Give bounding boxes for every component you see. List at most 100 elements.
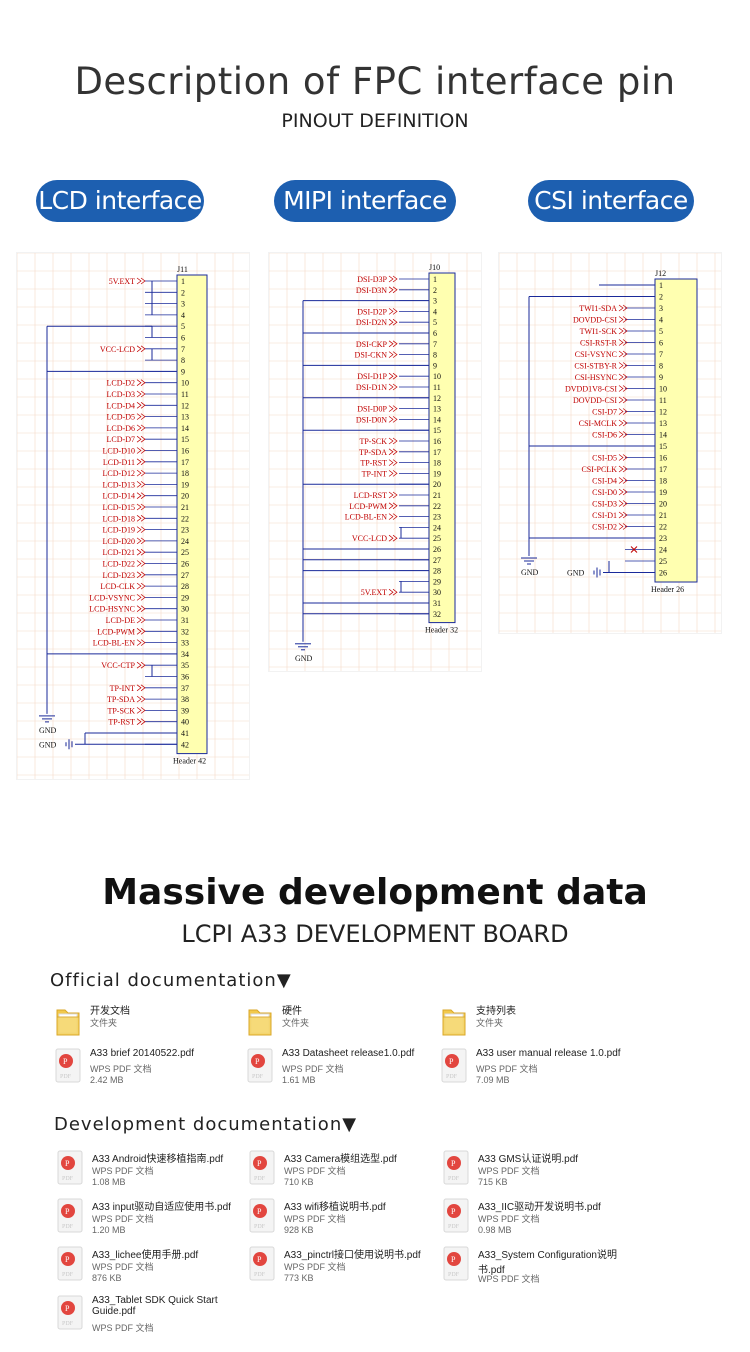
pin-number: 7 [659,350,663,359]
dev-docs-heading: Development documentation▼ [54,1114,358,1135]
net-label: LCD-D19 [103,526,135,535]
net-label: CSI-MCLK [579,419,617,428]
net-port-arrow [388,275,398,283]
net-port-arrow [136,695,146,703]
pin-number: 20 [181,492,189,501]
pin-number: 20 [433,480,441,489]
net-label: CSI-HSYNC [575,373,617,382]
pin-number: 30 [181,605,189,614]
tab-lcd-interface[interactable]: LCD interface [36,180,204,222]
connector-ref: J11 [177,265,188,274]
pin-number: 18 [181,469,189,478]
svg-text:PDF: PDF [448,1176,460,1182]
net-port-arrow [388,416,398,423]
pin-number: 23 [659,534,667,543]
svg-text:PDF: PDF [60,1074,72,1080]
net-label: LCD-D12 [103,469,135,478]
net-label: TP-SDA [359,448,387,457]
file-name: A33 Android快速移植指南.pdf [92,1154,224,1165]
svg-text:P: P [257,1207,262,1216]
pin-number: 3 [433,297,437,306]
gnd-label: GND [39,726,57,735]
net-port-arrow [136,447,146,454]
svg-text:P: P [63,1057,68,1066]
tab-mipi-interface[interactable]: MIPI interface [274,180,456,222]
pin-number: 28 [433,567,441,576]
file-type: WPS PDF 文档 [92,1166,154,1176]
net-port-arrow [136,560,146,567]
net-port-arrow [618,431,628,438]
file-type: WPS PDF 文档 [284,1166,346,1176]
file-size: 7.09 MB [476,1075,510,1085]
net-port-arrow [618,419,628,427]
pin-number: 4 [433,307,437,316]
folder-item[interactable]: 硬件文件夹 [242,1000,422,1042]
connector-footer: Header 42 [173,757,206,766]
net-label: LCD-CLK [100,582,135,591]
tab-csi-interface[interactable]: CSI interface [528,180,694,222]
pin-number: 20 [659,500,667,509]
net-port-arrow [136,390,146,398]
net-port-arrow [136,469,146,477]
file-type: WPS PDF 文档 [282,1064,344,1074]
net-port-arrow [618,477,628,484]
file-type: WPS PDF 文档 [478,1214,540,1224]
pin-number: 12 [659,408,667,417]
net-label: LCD-D2 [107,379,135,388]
net-label: LCD-VSYNC [89,593,135,602]
net-label: DSI-D2P [357,307,387,316]
net-label: LCD-D4 [107,401,135,410]
net-label: CSI-STBY-R [574,362,617,371]
file-name: A33_System Configuration说明书.pdf [478,1250,617,1276]
pin-number: 10 [433,372,441,381]
gnd-side-label: GND [39,740,57,749]
gnd-label: GND [295,654,313,663]
pin-number: 15 [433,426,441,435]
pin-number: 14 [181,424,189,433]
file-size: 773 KB [284,1273,314,1283]
net-port-arrow [618,511,628,519]
pin-number: 7 [433,340,437,349]
pin-number: 25 [181,548,189,557]
pin-number: 9 [181,367,185,376]
file-type: WPS PDF 文档 [476,1064,538,1074]
net-port-arrow [618,350,628,358]
file-type: WPS PDF 文档 [284,1262,346,1272]
pin-number: 25 [433,534,441,543]
net-label: LCD-PWM [97,627,135,636]
folder-item[interactable]: 支持列表文件夹 [436,1000,616,1042]
folder-item[interactable]: 开发文档文件夹 [50,1000,230,1042]
net-label: DVDD1V8-CSI [565,385,617,394]
net-label: LCD-BL-EN [345,513,387,522]
net-label: LCD-D18 [103,514,135,523]
net-label: CSI-VSYNC [575,350,617,359]
net-port-arrow [136,481,146,488]
net-label: CSI-D7 [592,408,617,417]
net-port-arrow [388,340,398,348]
svg-text:P: P [255,1057,260,1066]
net-label: LCD-RST [354,491,387,500]
pin-number: 19 [181,480,189,489]
file-name: 硬件 [282,1006,302,1017]
net-label: DSI-D0N [356,415,387,424]
net-label: LCD-D23 [103,571,135,580]
pin-number: 4 [659,316,663,325]
net-label: CSI-D1 [592,511,617,520]
pin-number: 26 [181,560,189,569]
svg-text:PDF: PDF [254,1272,266,1278]
